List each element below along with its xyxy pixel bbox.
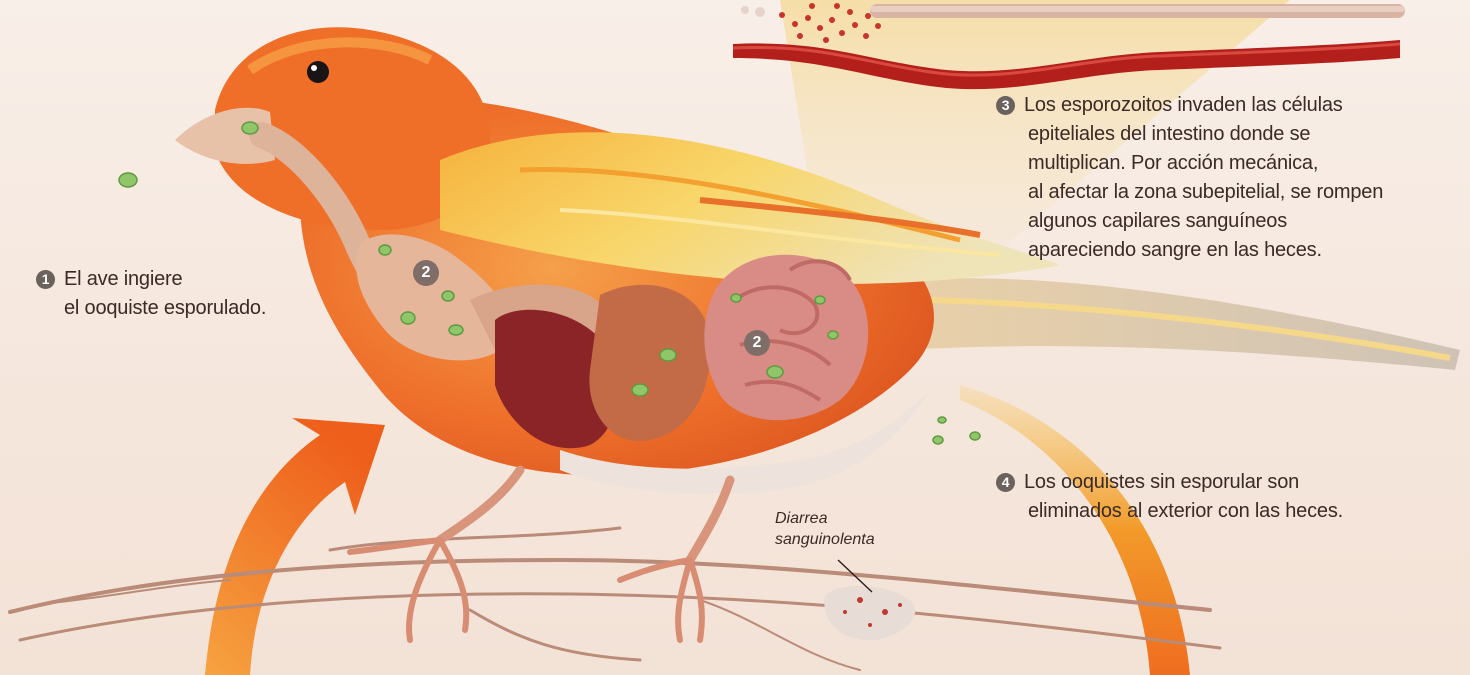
step-1-caption: 1 El ave ingiere el ooquiste esporulado.	[36, 265, 266, 323]
step-3-line-2: epiteliales del intestino donde se	[996, 120, 1383, 149]
step-4-line-2: eliminados al exterior con las heces.	[996, 497, 1343, 526]
tail	[900, 278, 1460, 370]
callout-line-2: sanguinolenta	[775, 529, 875, 550]
step-4-caption: 4 Los ooquistes sin esporular son elimina…	[996, 468, 1343, 526]
step-1-number: 1	[36, 270, 55, 289]
diarrhea-callout: Diarrea sanguinolenta	[775, 508, 875, 550]
step-4-number: 4	[996, 473, 1015, 492]
organ-marker-crop: 2	[413, 260, 439, 286]
step-3-number: 3	[996, 96, 1015, 115]
step-3-caption: 3 Los esporozoitos invaden las células ep…	[996, 91, 1383, 265]
step-3-line-3: multiplican. Por acción mecánica,	[996, 149, 1383, 178]
step-1-line-1: El ave ingiere	[64, 268, 182, 290]
intestines	[704, 255, 868, 420]
step-3-line-1: Los esporozoitos invaden las células	[1024, 94, 1343, 116]
step-1-line-2: el ooquiste esporulado.	[36, 294, 266, 323]
feet	[350, 540, 702, 640]
bloody-droppings	[824, 586, 915, 640]
step-3-line-4: al afectar la zona subepitelial, se romp…	[996, 178, 1383, 207]
eye	[307, 61, 329, 83]
step-3-line-6: apareciendo sangre en las heces.	[996, 236, 1383, 265]
organ-marker-intestine: 2	[744, 330, 770, 356]
step-3-line-5: algunos capilares sanguíneos	[996, 207, 1383, 236]
step-4-line-1: Los ooquistes sin esporular son	[1024, 471, 1299, 493]
branch	[10, 528, 1220, 670]
callout-line-1: Diarrea	[775, 508, 875, 529]
